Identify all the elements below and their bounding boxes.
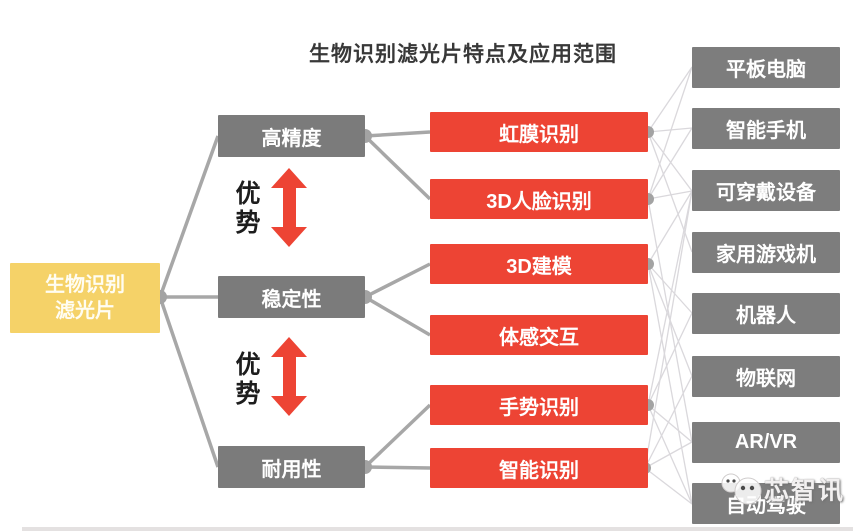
connector-line [647, 66, 693, 133]
connector-line [364, 130, 431, 138]
device-label: 智能手机 [726, 120, 806, 142]
node-device-iot: 物联网 [692, 356, 840, 397]
node-device-wearable: 可穿戴设备 [692, 170, 840, 211]
connector-line [647, 312, 693, 406]
node-device-ar-vr: AR/VR [692, 422, 840, 463]
double-arrow-icon [271, 337, 307, 416]
node-biometric-filter: 生物识别 滤光片 [10, 263, 160, 333]
connector-line [647, 66, 693, 200]
node-device-tablet: 平板电脑 [692, 47, 840, 88]
double-arrow-icon [271, 168, 307, 247]
connector-line [363, 134, 432, 201]
connector-line [644, 441, 693, 469]
node-feature-durability: 耐用性 [218, 446, 365, 488]
arrow-head-up [271, 337, 307, 357]
watermark: 芯智讯 [720, 468, 850, 512]
connector-line [647, 127, 693, 200]
arrow-head-up [271, 168, 307, 188]
connector-line [647, 263, 693, 505]
connector-line [647, 404, 693, 443]
node-device-robot: 机器人 [692, 293, 840, 334]
feature-label: 高精度 [261, 127, 322, 150]
connector-line [364, 262, 431, 299]
device-label: 家用游戏机 [716, 244, 816, 266]
node-tech-smart-recognition: 智能识别 [430, 448, 648, 488]
node-tech-3d-face: 3D人脸识别 [430, 179, 648, 219]
tech-label: 智能识别 [499, 459, 579, 482]
page-title: 生物识别滤光片特点及应用范围 [309, 43, 617, 66]
connector-line [647, 190, 693, 200]
connector-line [644, 190, 693, 469]
arrow-head-down [271, 227, 307, 247]
node-feature-precision: 高精度 [218, 115, 365, 157]
tech-label: 手势识别 [499, 396, 579, 419]
bottom-divider [22, 527, 853, 531]
root-label-line2: 滤光片 [55, 300, 115, 322]
feature-label: 耐用性 [261, 458, 322, 481]
connector-line [647, 131, 693, 192]
connector-line [647, 190, 693, 406]
connector-line [158, 296, 220, 468]
node-tech-gesture: 手势识别 [430, 385, 648, 425]
advantage-label-top: 优势 [235, 180, 261, 237]
connector-line [647, 190, 693, 265]
advantage-label-bottom: 优势 [235, 351, 261, 408]
watermark-text: 芯智讯 [764, 477, 846, 505]
arrow-shaft [282, 188, 296, 227]
arrow-head-down [271, 396, 307, 416]
connector-line [364, 295, 431, 337]
connector-line [158, 135, 220, 298]
tech-label: 虹膜识别 [499, 123, 579, 146]
node-tech-motion-sensing: 体感交互 [430, 315, 648, 355]
device-label: AR/VR [734, 431, 798, 453]
device-label: 物联网 [736, 368, 796, 390]
node-feature-stability: 稳定性 [218, 276, 365, 318]
node-device-smartphone: 智能手机 [692, 108, 840, 149]
connector-line [364, 465, 431, 470]
wechat-face-logo-icon [721, 473, 762, 505]
tech-label: 3D建模 [506, 255, 572, 278]
node-tech-3d-modeling: 3D建模 [430, 244, 648, 284]
connector-line [644, 467, 693, 505]
device-label: 可穿戴设备 [716, 182, 816, 204]
node-device-game-console: 家用游戏机 [692, 232, 840, 273]
connector-line [644, 375, 693, 469]
arrow-shaft [282, 357, 296, 396]
tech-label: 3D人脸识别 [486, 190, 592, 213]
feature-label: 稳定性 [261, 288, 322, 311]
connector-line [647, 263, 693, 314]
tech-label: 体感交互 [499, 326, 579, 349]
device-label: 机器人 [736, 305, 796, 327]
connector-line [363, 403, 432, 469]
root-label-line1: 生物识别 [45, 274, 125, 296]
connector-line [647, 127, 693, 133]
node-tech-iris: 虹膜识别 [430, 112, 648, 152]
device-label: 平板电脑 [726, 59, 806, 81]
